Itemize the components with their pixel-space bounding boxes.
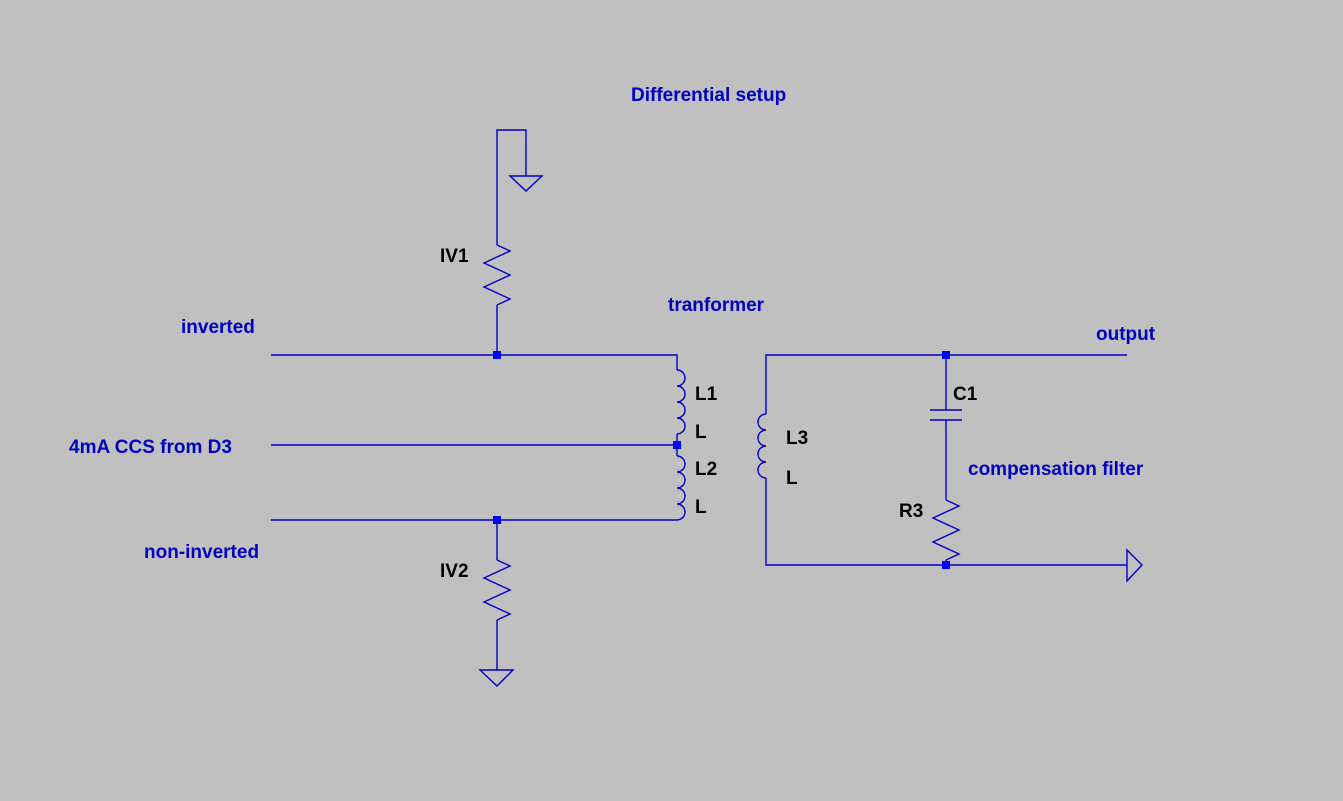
l3-name-label: L3: [786, 428, 808, 449]
title-label: Differential setup: [631, 85, 786, 106]
iv2-label: IV2: [440, 561, 469, 582]
transformer-label: tranformer: [668, 295, 765, 316]
junction-r3-ground: [942, 561, 950, 569]
iv1-label: IV1: [440, 246, 469, 267]
ground-symbol-top: [508, 175, 544, 192]
wire-secondary-bottom: [765, 478, 1127, 566]
wires: [271, 129, 1143, 687]
c1-label: C1: [953, 384, 978, 405]
junction-non-inverted: [493, 516, 501, 524]
wire-center-tap: [271, 434, 678, 456]
output-port-symbol: [1126, 548, 1143, 583]
wire-secondary-top: [765, 354, 1127, 414]
inductor-l3[interactable]: [757, 413, 767, 479]
wire-top-ground: [496, 129, 527, 245]
ground-symbol-bottom: [478, 669, 515, 687]
wire-inverted: [271, 354, 678, 370]
net-labels: Differential setup tranformer inverted 4…: [69, 85, 1156, 563]
l2-name-label: L2: [695, 459, 717, 480]
junction-output: [942, 351, 950, 359]
non-inverted-label: non-inverted: [144, 542, 259, 563]
component-labels: IV1 IV2 L1 L L2 L L3 L C1 R3: [440, 246, 978, 582]
l1-value-label: L: [695, 422, 707, 443]
resistor-iv1[interactable]: [482, 244, 512, 306]
inductor-l1[interactable]: [676, 369, 686, 435]
resistor-iv2[interactable]: [482, 559, 512, 621]
l1-name-label: L1: [695, 384, 718, 405]
inverted-label: inverted: [181, 317, 255, 338]
ccs-label: 4mA CCS from D3: [69, 437, 232, 458]
l2-value-label: L: [695, 497, 707, 518]
output-label: output: [1096, 324, 1156, 345]
junction-inverted: [493, 351, 501, 359]
inductor-l2[interactable]: [676, 455, 686, 521]
resistor-r3[interactable]: [931, 499, 961, 561]
junctions: [493, 351, 950, 569]
r3-label: R3: [899, 501, 923, 522]
capacitor-c1[interactable]: [930, 409, 962, 421]
compensation-filter-label: compensation filter: [968, 459, 1144, 480]
l3-value-label: L: [786, 468, 798, 489]
junction-center-tap: [673, 441, 681, 449]
